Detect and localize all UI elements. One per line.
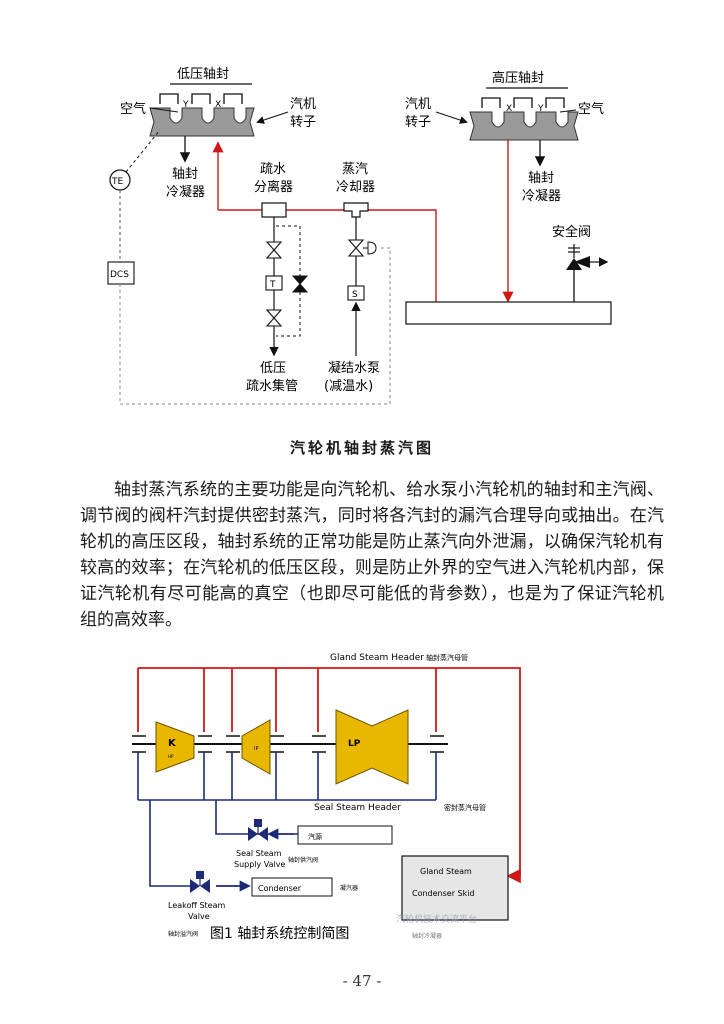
leakoff-label-1: Leakoff Steam [168, 901, 225, 910]
seal-header-cn: 密封蒸汽母管 [444, 803, 486, 812]
spray-station [347, 285, 365, 301]
seal-supply-valve [248, 819, 268, 841]
safety-valve [566, 244, 609, 270]
ip-turbine [241, 719, 271, 775]
spray-valve [347, 239, 377, 257]
leakoff-label-2: Valve [188, 912, 210, 921]
bypass-valve [291, 275, 309, 293]
k-label: K [168, 738, 177, 749]
separator-label-2: 分离器 [254, 179, 293, 195]
lp-drain-label-2: 疏水集管 [246, 378, 298, 394]
gland-condenser-skid [401, 855, 509, 921]
hp-seal-title: 高压轴封 [492, 70, 544, 86]
control-signal-line [119, 247, 391, 405]
rotor-right-label-1: 汽机 [405, 97, 431, 112]
shaft-seals [132, 735, 444, 753]
leakoff-caption-cn: 轴封溢汽阀 [168, 930, 198, 938]
gap-x-right: X [506, 104, 512, 114]
safety-valve-label: 安全阀 [552, 224, 591, 240]
desuperheater [343, 202, 369, 218]
rotor-right-label-2: 转子 [405, 115, 431, 130]
body-paragraph: 轴封蒸汽系统的主要功能是向汽轮机、给水泵小汽轮机的轴封和主汽阀、调节阀的阀杆汽封… [80, 480, 664, 630]
seal-steam-header-box [405, 301, 612, 325]
drain-valve-2 [265, 309, 283, 327]
dcs-label: DCS [110, 270, 129, 280]
gap-x-left: X [215, 100, 221, 110]
leakoff-valve [190, 871, 210, 893]
lp-label: LP [348, 739, 361, 749]
skid-label-1: Gland Steam [420, 867, 472, 876]
lp-condenser-label-1: 轴封 [172, 167, 198, 182]
page-number: - 47 - [342, 972, 382, 990]
ip-label: IP [254, 746, 259, 752]
supply-valve-label-2: Supply Valve [234, 860, 286, 869]
drain-valve-1 [265, 241, 283, 259]
steam-supply-box [297, 825, 393, 845]
figure2-caption: 图1 轴封系统控制简图 [210, 925, 349, 942]
gland-header-cn: 轴封蒸汽母管 [426, 653, 468, 662]
dcs-box [107, 261, 135, 285]
separator-label-1: 疏水 [260, 162, 286, 177]
skid-label-cn: 轴封冷凝器 [412, 932, 442, 940]
air-right-label: 空气 [578, 101, 604, 117]
rotor-left-label-2: 转子 [290, 115, 316, 130]
trap-label: T [269, 280, 276, 290]
hp-rotor [469, 111, 579, 141]
seal-header-en: Seal Steam Header [314, 803, 401, 813]
gland-steam-header [137, 667, 521, 884]
desuperheater-label-1: 蒸汽 [342, 162, 368, 177]
gap-y-right: Y [537, 104, 544, 114]
gland-steam-diagram: 低压轴封 Y X 空气 汽机 转子 轴封 冷凝器 高压轴封 X Y 空气 汽机 … [107, 67, 612, 405]
supply-valve-label-cn: 轴封供汽阀 [288, 856, 318, 864]
condenser-label-cn: 凝汽器 [340, 884, 358, 892]
condenser-box [251, 877, 333, 897]
desuperheater-label-2: 冷却器 [336, 180, 375, 195]
figure1-caption: 汽轮机轴封蒸汽图 [289, 439, 434, 457]
lp-turbine [335, 709, 409, 785]
air-left-label: 空气 [120, 101, 146, 117]
seal-steam-piping [212, 140, 514, 306]
supply-valve-label-1: Seal Steam [236, 849, 282, 858]
hp-condenser-label-1: 轴封 [528, 171, 554, 186]
hp-turbine [155, 721, 195, 773]
gap-y-left: Y [182, 100, 189, 110]
hp-condenser-label-2: 冷凝器 [522, 188, 561, 204]
spray-label: S [352, 290, 358, 300]
k-sub-label: HP [168, 754, 174, 759]
condenser-label: Condenser [258, 884, 302, 893]
hp-seal-teeth [481, 97, 565, 108]
gland-header-en: Gland Steam Header [330, 653, 424, 663]
lp-rotor [149, 107, 255, 137]
lp-drain-label-1: 低压 [260, 361, 286, 376]
seal-control-schematic: Gland Steam Header 轴封蒸汽母管 K HP IP LP [132, 653, 521, 942]
drain-separator [261, 202, 287, 218]
pump-label-1: 凝结水泵 [328, 360, 380, 376]
te-label: TE [111, 177, 123, 187]
pump-label-2: (减温水) [324, 379, 373, 394]
rotor-left-label-1: 汽机 [290, 97, 316, 112]
lp-seal-title: 低压轴封 [177, 67, 229, 82]
lp-condenser-label-2: 冷凝器 [166, 184, 205, 200]
lp-seal-teeth [159, 93, 243, 104]
steam-supply-label: 汽源 [308, 832, 322, 841]
skid-label-2: Condenser Skid [412, 889, 475, 898]
watermark: 汽轮机技术交流平台 [396, 913, 477, 925]
